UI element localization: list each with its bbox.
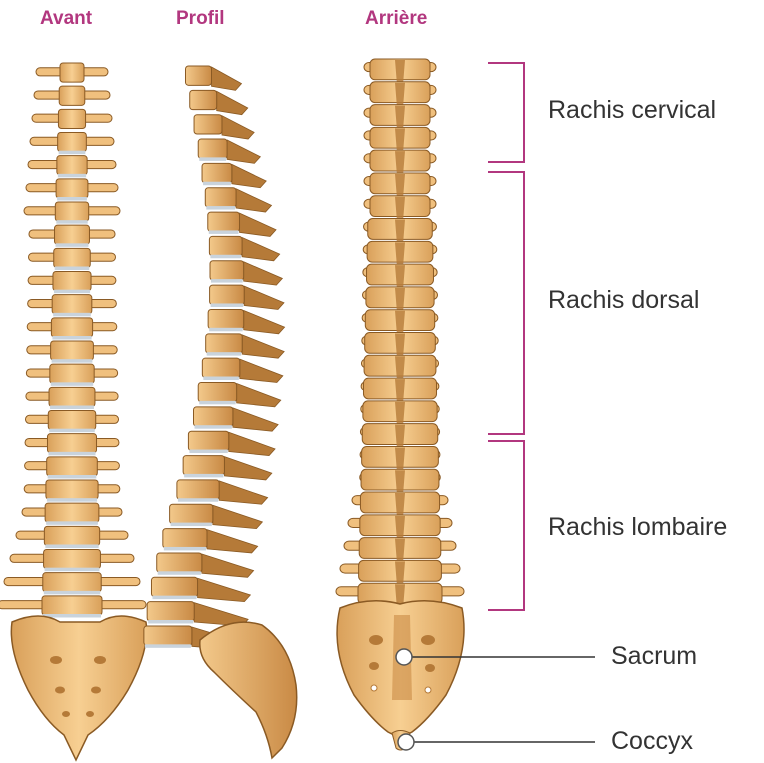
back-vertebra bbox=[360, 424, 439, 450]
back-vertebra bbox=[363, 264, 437, 290]
bracket-cervical bbox=[488, 63, 524, 162]
profile-vertebra bbox=[151, 577, 250, 601]
front-vertebra bbox=[28, 295, 117, 317]
back-vertebra bbox=[362, 333, 438, 359]
back-vertebra bbox=[360, 446, 440, 472]
front-vertebra bbox=[29, 225, 115, 247]
back-vertebra bbox=[363, 287, 438, 313]
profile-vertebra bbox=[163, 529, 258, 553]
back-vertebra bbox=[364, 150, 436, 176]
profile-vertebra bbox=[188, 431, 275, 455]
label-coccyx: Coccyx bbox=[611, 727, 693, 756]
label-sacrum: Sacrum bbox=[611, 642, 697, 671]
front-vertebra bbox=[36, 63, 108, 82]
back-vertebra bbox=[340, 560, 460, 586]
profile-vertebra bbox=[202, 358, 283, 382]
profile-vertebra bbox=[208, 309, 284, 333]
bracket-lombaire bbox=[488, 441, 524, 610]
back-vertebra bbox=[363, 241, 437, 267]
front-vertebra bbox=[30, 133, 114, 155]
spine-profile-view bbox=[144, 66, 297, 758]
front-vertebra bbox=[24, 480, 120, 502]
back-vertebra bbox=[364, 196, 436, 222]
profile-vertebra bbox=[194, 407, 279, 431]
label-rachis-lombaire: Rachis lombaire bbox=[548, 513, 727, 542]
callout-dot-coccyx bbox=[398, 734, 414, 750]
back-vertebra bbox=[364, 59, 436, 85]
profile-vertebra bbox=[210, 261, 282, 285]
front-sacrum bbox=[11, 616, 146, 760]
profile-vertebra bbox=[198, 139, 260, 163]
bracket-dorsal bbox=[488, 172, 524, 434]
front-vertebra bbox=[25, 457, 120, 479]
profile-vertebra bbox=[147, 602, 248, 626]
back-vertebra bbox=[361, 355, 438, 381]
front-vertebra bbox=[27, 318, 117, 340]
profile-vertebra bbox=[157, 553, 254, 577]
front-vertebra bbox=[26, 179, 118, 201]
back-vertebra bbox=[364, 82, 436, 108]
front-vertebra bbox=[10, 550, 134, 572]
front-vertebra bbox=[28, 272, 116, 294]
front-vertebra bbox=[34, 86, 110, 105]
back-vertebra bbox=[360, 469, 441, 495]
profile-vertebra bbox=[190, 90, 248, 114]
label-rachis-dorsal: Rachis dorsal bbox=[548, 286, 699, 315]
front-vertebra bbox=[24, 202, 120, 224]
front-vertebra bbox=[25, 434, 119, 456]
front-vertebra bbox=[26, 364, 117, 386]
region-brackets bbox=[488, 63, 524, 610]
spine-front-view bbox=[0, 63, 147, 760]
spine-back-view bbox=[336, 59, 464, 750]
profile-vertebra bbox=[209, 236, 279, 260]
back-vertebra bbox=[348, 515, 452, 541]
profile-vertebra bbox=[205, 188, 271, 212]
front-vertebra bbox=[0, 596, 146, 618]
front-vertebra bbox=[22, 503, 122, 525]
front-vertebra bbox=[4, 573, 140, 595]
back-vertebra bbox=[352, 492, 448, 518]
front-vertebra bbox=[25, 411, 118, 433]
profile-vertebra bbox=[194, 115, 254, 139]
back-vertebra bbox=[364, 173, 436, 199]
front-vertebra bbox=[27, 341, 117, 363]
label-rachis-cervical: Rachis cervical bbox=[548, 96, 716, 125]
front-vertebra bbox=[32, 109, 112, 128]
profile-vertebra bbox=[185, 66, 241, 90]
profile-vertebra bbox=[208, 212, 276, 236]
back-vertebra bbox=[361, 401, 439, 427]
back-vertebra bbox=[361, 378, 439, 404]
profile-vertebra bbox=[183, 456, 272, 480]
back-vertebra bbox=[364, 219, 437, 245]
front-vertebra bbox=[29, 248, 116, 270]
front-vertebra bbox=[28, 156, 116, 178]
back-vertebra bbox=[364, 105, 436, 131]
profile-vertebra bbox=[177, 480, 268, 504]
callout-dot-sacrum bbox=[396, 649, 412, 665]
profile-vertebra bbox=[170, 504, 263, 528]
profile-vertebra bbox=[206, 334, 284, 358]
back-vertebra bbox=[364, 127, 436, 153]
front-vertebra bbox=[16, 526, 128, 548]
back-vertebra bbox=[362, 310, 438, 336]
profile-vertebra bbox=[198, 383, 281, 407]
profile-vertebra bbox=[202, 163, 266, 187]
back-vertebra bbox=[344, 538, 456, 564]
profile-vertebra bbox=[210, 285, 284, 309]
profile-sacrum bbox=[200, 622, 297, 758]
front-vertebra bbox=[26, 387, 118, 409]
